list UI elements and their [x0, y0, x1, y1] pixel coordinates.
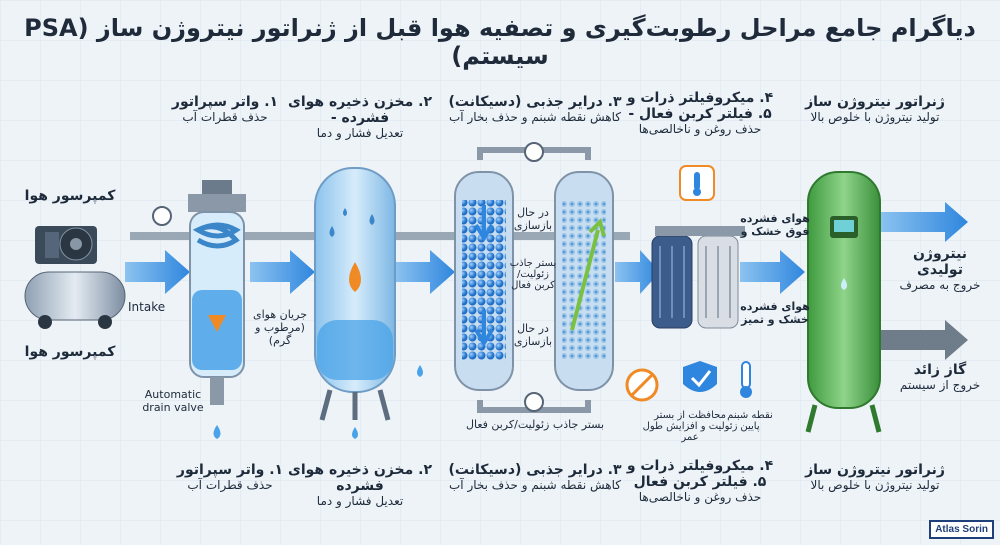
label-filters-top: ۴. میکروفیلتر ذرات و ۵. فیلتر کربن فعال … [626, 90, 774, 136]
label-dew-point: نقطه شبنم پایین [727, 410, 773, 432]
nitrogen-out-arrow [880, 202, 968, 242]
label-water-separator-bottom: ۱. واتر سپراتور حذف قطرات آب [176, 462, 284, 492]
desiccant-dryer-icon [454, 142, 614, 413]
label-air-after-dryer: هوای فشرده فوق خشک و [740, 212, 810, 238]
label-generator-top: ژنراتور نیتروژن ساز تولید نیتروژن با خلو… [805, 94, 945, 124]
air-tank-icon [314, 167, 423, 439]
label-dryer-bottom: ۳. درایر جذبی (دسیکانت) کاهش نقطه شبنم و… [448, 462, 622, 492]
page-title: دیاگرام جامع مراحل رطوبت‌گیری و تصفیه هو… [24, 14, 976, 70]
flow-arrow-tank-out [395, 250, 455, 294]
label-dryer-top: ۳. درایر جذبی (دسیکانت) کاهش نقطه شبنم و… [448, 94, 622, 124]
flow-arrows [125, 202, 968, 360]
pressure-gauge-icon [152, 206, 172, 226]
flow-arrow-dryer-out [615, 250, 660, 294]
nitrogen-generator-icon [805, 171, 882, 433]
water-separator-icon [188, 180, 246, 439]
label-bed: بستر جاذب زئولیت/ کربن فعال [509, 258, 557, 291]
label-intake: Intake [128, 300, 166, 314]
label-air-after-filter: هوای فشرده خشک و تمیز [740, 300, 810, 326]
label-filters-bottom: ۴. میکروفیلتر ذرات و ۵. فیلتر کربن فعال … [626, 458, 774, 504]
compressor-icon [24, 226, 126, 329]
filters-icon [625, 165, 752, 402]
flow-arrow-filter-out [740, 250, 805, 294]
label-generator-bottom: ژنراتور نیتروژن ساز تولید نیتروژن با خلو… [805, 462, 945, 492]
label-nitrogen-out: نیتروژن تولیدی خروج به مصرف [899, 246, 981, 292]
label-drain-valve: Automatic drain valve [142, 388, 204, 414]
brand-logo: Atlas Sorin [929, 520, 994, 539]
flow-arrow-intake [125, 250, 190, 294]
label-tank-bottom: ۲. مخزن ذخیره هوای فشرده تعدیل فشار و دم… [288, 462, 432, 508]
label-compressor-bottom: کمپرسور هوا [24, 344, 116, 360]
flow-arrow-separator-out [250, 250, 315, 294]
label-tank-top: ۲. مخزن ذخیره هوای فشرده - تعدیل فشار و … [288, 94, 432, 140]
label-protection: محافظت از بستر زئولیت و افزایش طول عمر [642, 410, 738, 443]
label-air-flow: جریان هوای (مرطوب و گرم) [252, 308, 307, 347]
label-regen-bottom: در حال بازسازی [513, 322, 553, 348]
label-regen-top: در حال بازسازی [513, 206, 553, 232]
label-compressor-top: کمپرسور هوا [24, 188, 116, 204]
label-water-separator-top: ۱. واتر سپراتور حذف قطرات آب [171, 94, 279, 124]
label-bed-bottom: بستر جاذب زئولیت/کربن فعال [465, 418, 605, 431]
label-waste-gas: گاز زائد خروج از سیستم [899, 362, 981, 392]
waste-gas-arrow [880, 320, 968, 360]
